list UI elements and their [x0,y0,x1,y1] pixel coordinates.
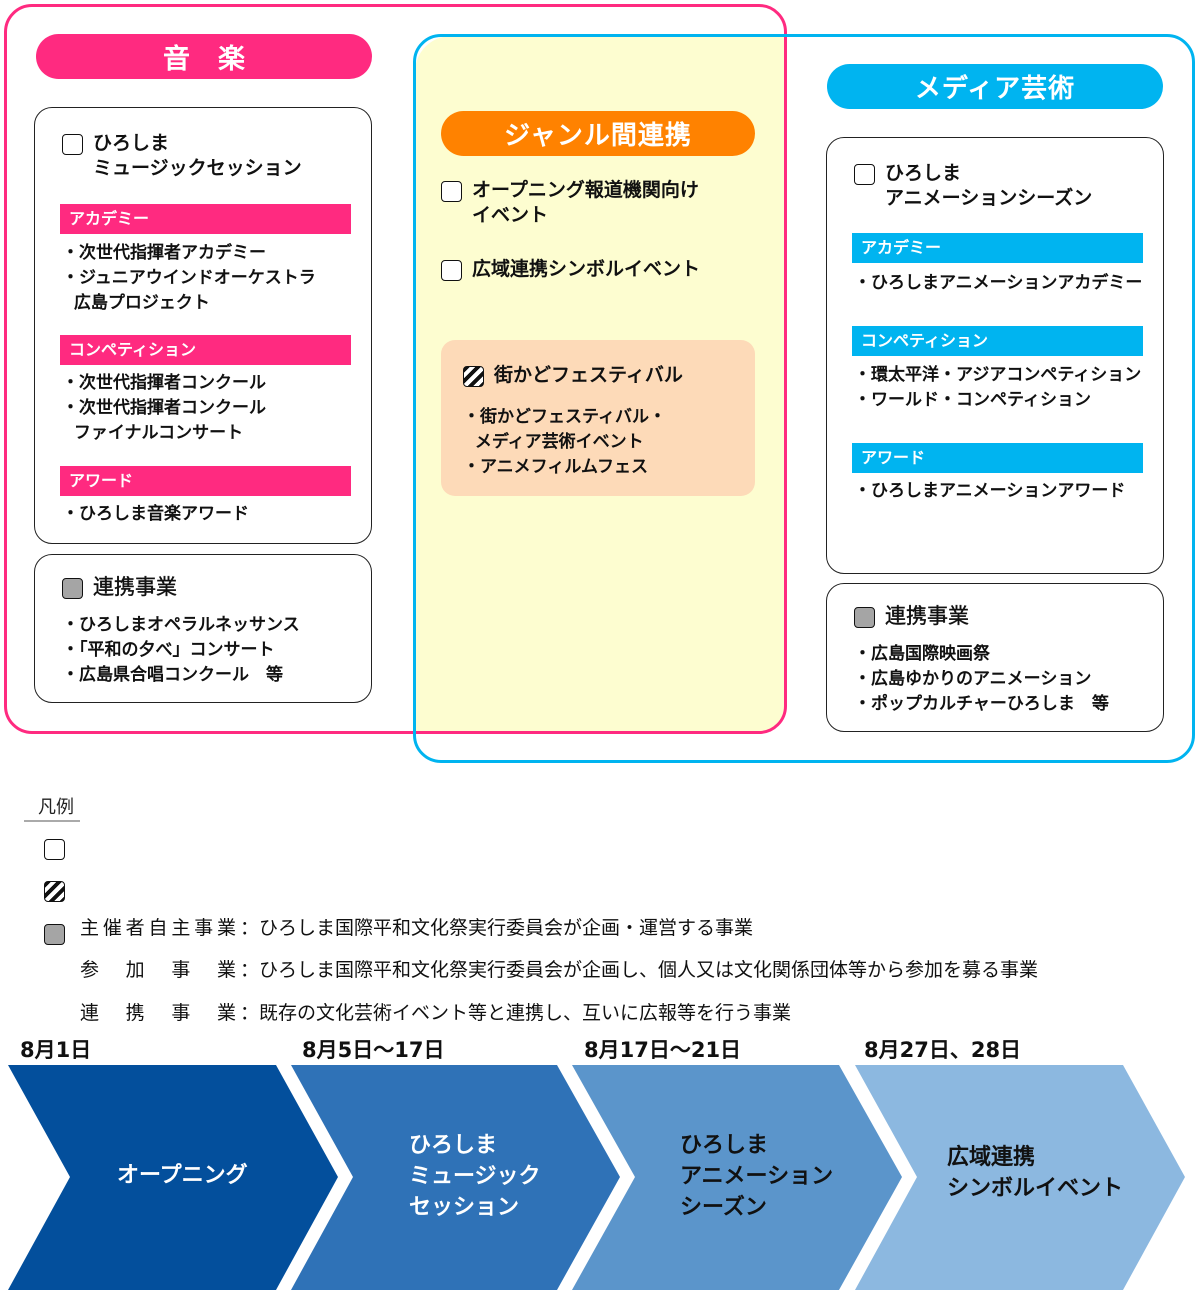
timeline-label-opening: オープニング [117,1163,248,1188]
coop-list: ・ひろしまオペラルネッサンス ・「平和の夕べ」コンサート ・広島県合唱コンクール… [62,613,300,688]
list-item: ・ひろしまアニメーションアワード [854,481,1126,501]
empty-square-icon [44,839,65,860]
music-region-outline [4,4,787,734]
genre-item-line2: イベント [472,204,549,226]
card-title-line1: ひろしま [93,132,170,154]
card-title: 街かどフェスティバル [463,363,683,388]
list-item: ・ひろしまオペラルネッサンス [62,615,300,635]
chevron-symbol-event [855,1065,1185,1290]
timeline-date: 8月17日～21日 [584,1038,742,1062]
list-item: ・次世代指揮者アカデミー [62,243,266,263]
card-title-text: 街かどフェスティバル [494,364,683,386]
list-item: ・広島ゆかりのアニメーション [854,669,1092,689]
list-item: ファイナルコンサート [62,423,244,443]
chevron-music-session [291,1065,620,1290]
list-item: ・環太平洋・アジアコンペティション [854,365,1142,385]
coop-list: ・広島国際映画祭 ・広島ゆかりのアニメーション ・ポップカルチャーひろしま 等 [854,642,1109,717]
legend-title: 凡例 [38,797,74,818]
chevron-opening [8,1065,338,1290]
award-list: ・ひろしまアニメーションアワード [854,479,1125,504]
card-title-line2: ミュージックセッション [93,157,302,179]
empty-square-icon [441,181,462,202]
music-session-card: ひろしま ミュージックセッション アカデミー ・次世代指揮者アカデミー ・ジュニ… [34,107,372,544]
legend-description: ：既存の文化芸術イベント等と連携し、互いに広報等を行う事業 [240,1002,792,1024]
empty-square-icon [441,260,462,281]
gray-square-icon [44,924,65,945]
section-label-academy: アカデミー [60,204,351,234]
card-title: 連携事業 [854,604,969,629]
card-title-text: 連携事業 [885,604,969,628]
academy-list: ・次世代指揮者アカデミー ・ジュニアウインドオーケストラ 広島プロジェクト [62,241,316,316]
gray-square-icon [854,607,875,628]
timeline-label-music-session: ひろしまミュージックセッション [409,1133,541,1220]
card-title-text: 連携事業 [93,575,177,599]
genre-item-line1: オープニング報道機関向け [472,179,699,201]
list-item: 広島プロジェクト [62,293,210,313]
list-item: ・街かどフェスティバル・ [463,407,666,427]
competition-list: ・環太平洋・アジアコンペティション ・ワールド・コンペティション [854,363,1141,413]
award-list: ・ひろしま音楽アワード [62,502,249,527]
legend-description: ：ひろしま国際平和文化祭実行委員会が企画・運営する事業 [240,917,754,939]
legend-underline [24,820,80,822]
timeline-label-symbol-event: 広域連携シンボルイベント [947,1145,1124,1201]
section-label-academy: アカデミー [852,233,1143,263]
timeline-date: 8月27日、28日 [864,1038,1022,1062]
list-item: ・ポップカルチャーひろしま 等 [854,694,1109,714]
empty-square-icon [854,164,875,185]
list-item: ・ワールド・コンペティション [854,390,1091,410]
media-arts-heading: メディア芸術 [827,64,1163,109]
section-label-award: アワード [60,466,351,496]
gray-square-icon [62,578,83,599]
card-title: ひろしま ミュージックセッション [62,131,302,181]
legend-label: 主催者自主事業 [80,917,236,939]
timeline-date: 8月5日～17日 [302,1038,445,1062]
genre-item-regional-symbol-event: 広域連携シンボルイベント [441,257,700,282]
timeline-date: 8月1日 [20,1038,92,1062]
genre-item-line1: 広域連携シンボルイベント [472,258,701,280]
timeline-label-animation-season: ひろしまアニメーションシーズン [680,1133,834,1220]
card-title-line2: アニメーションシーズン [885,187,1093,209]
hatched-square-icon [44,881,65,902]
list-item: ・ジュニアウインドオーケストラ [62,268,316,288]
festival-list: ・街かどフェスティバル・ メディア芸術イベント ・アニメフィルムフェス [463,405,666,480]
section-label-competition: コンペティション [60,335,351,365]
empty-square-icon [62,134,83,155]
list-item: ・次世代指揮者コンクール [62,398,266,418]
chevron-animation-season [572,1065,902,1290]
animation-season-card: ひろしま アニメーションシーズン アカデミー ・ひろしまアニメーションアカデミー… [826,137,1164,574]
legend-description: ：ひろしま国際平和文化祭実行委員会が企画し、個人又は文化関係団体等から参加を募る… [240,959,1039,981]
academy-list: ・ひろしまアニメーションアカデミー [854,271,1142,296]
street-festival-box: 街かどフェスティバル ・街かどフェスティバル・ メディア芸術イベント ・アニメフ… [441,340,755,496]
hatched-square-icon [463,366,484,387]
media-region-outline [413,34,1195,763]
list-item: ・広島国際映画祭 [854,644,990,664]
card-title-line1: ひろしま [885,162,962,184]
section-label-competition: コンペティション [852,326,1143,356]
card-title: ひろしま アニメーションシーズン [854,161,1092,211]
genre-item-opening-press-event: オープニング報道機関向け イベント [441,178,699,228]
genre-collaboration-heading: ジャンル間連携 [441,111,755,156]
legend-row-self-organized: 主催者自主事業 ：ひろしま国際平和文化祭実行委員会が企画・運営する事業 [44,837,753,939]
legend-label: 連携事業 [80,1002,236,1024]
timeline-chevrons [8,1065,1185,1290]
legend-row-cooperation: 連携事業 ：既存の文化芸術イベント等と連携し、互いに広報等を行う事業 [44,922,791,1024]
legend-label: 参加事業 [80,959,236,981]
list-item: ・ひろしまアニメーションアカデミー [854,273,1143,293]
legend-row-participation: 参加事業 ：ひろしま国際平和文化祭実行委員会が企画し、個人又は文化関係団体等から… [44,879,1038,981]
list-item: ・ひろしま音楽アワード [62,504,249,524]
media-coop-card: 連携事業 ・広島国際映画祭 ・広島ゆかりのアニメーション ・ポップカルチャーひろ… [826,583,1164,732]
list-item: ・アニメフィルムフェス [463,457,648,477]
card-title: 連携事業 [62,575,177,600]
list-item: ・次世代指揮者コンクール [62,373,266,393]
competition-list: ・次世代指揮者コンクール ・次世代指揮者コンクール ファイナルコンサート [62,371,266,446]
list-item: ・広島県合唱コンクール 等 [62,665,283,685]
list-item: ・「平和の夕べ」コンサート [62,640,275,660]
list-item: メディア芸術イベント [463,432,644,452]
music-heading: 音楽 [36,34,372,79]
section-label-award: アワード [852,443,1143,473]
music-coop-card: 連携事業 ・ひろしまオペラルネッサンス ・「平和の夕べ」コンサート ・広島県合唱… [34,554,372,703]
